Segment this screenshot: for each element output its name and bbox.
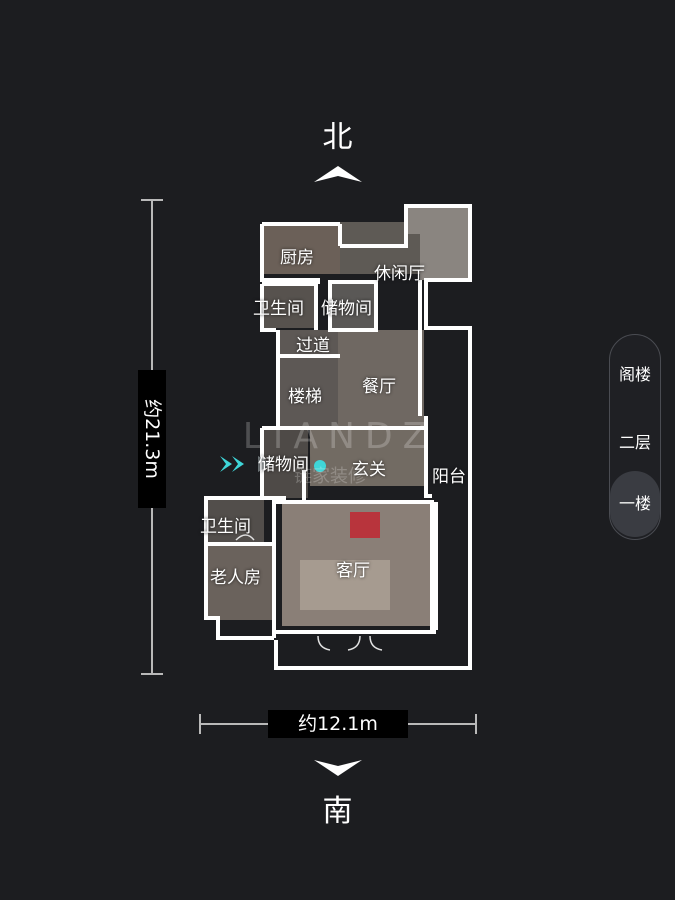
- room-label-living[interactable]: 客厅: [336, 561, 370, 581]
- position-marker-icon[interactable]: [220, 456, 326, 472]
- width-dimension-label: 约12.1m: [268, 710, 408, 738]
- room-label-balcony[interactable]: 阳台: [432, 467, 466, 487]
- floor-button-first-selected[interactable]: 一楼: [610, 471, 660, 537]
- room-label-storage-mid[interactable]: 储物间: [258, 455, 309, 475]
- watermark-bottom: 链家装修: [294, 466, 366, 487]
- floor-button-attic[interactable]: 阁楼: [618, 365, 651, 384]
- room-label-foyer[interactable]: 玄关: [352, 460, 386, 480]
- door-arcs: [235, 534, 383, 651]
- room-label-bathroom-top[interactable]: 卫生间: [253, 299, 304, 319]
- room-label-lounge[interactable]: 休闲厅: [374, 264, 425, 284]
- room-label-kitchen[interactable]: 厨房: [280, 248, 314, 268]
- room-label-storage-top[interactable]: 储物间: [321, 299, 372, 319]
- south-label: 南: [322, 794, 353, 829]
- north-label: 北: [322, 120, 353, 155]
- height-dimension-label: 约21.3m: [138, 370, 166, 508]
- floor-button-second[interactable]: 二层: [618, 433, 651, 452]
- room-label-dining[interactable]: 餐厅: [362, 377, 396, 397]
- room-label-elder-room[interactable]: 老人房: [210, 568, 261, 588]
- room-label-stairs[interactable]: 楼梯: [288, 387, 322, 407]
- watermark-top: LIANDZ: [243, 416, 438, 457]
- floor-selector: 阁楼 二层 一楼: [609, 334, 661, 540]
- room-label-corridor[interactable]: 过道: [296, 336, 330, 356]
- walls: [204, 204, 472, 670]
- room-label-bathroom-bottom[interactable]: 卫生间: [200, 517, 251, 537]
- south-arrow-icon: [314, 760, 362, 776]
- north-arrow-icon: [314, 166, 362, 182]
